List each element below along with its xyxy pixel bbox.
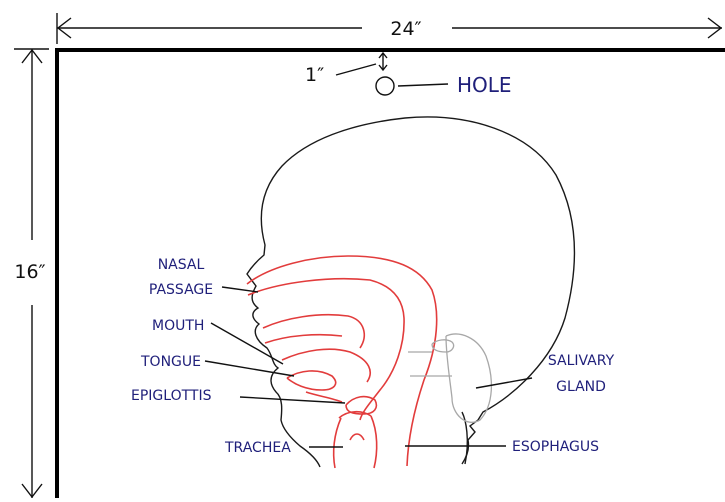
board-frame — [57, 50, 725, 498]
hole-label: HOLE — [457, 73, 512, 97]
width-dimension-label: 24″ — [390, 18, 421, 40]
tongue-label: TONGUE — [140, 354, 201, 370]
hole-offset-label: 1″ — [305, 64, 324, 86]
salivary-gland-label-line2: GLAND — [556, 379, 606, 395]
nasal-passage-leader — [222, 287, 258, 292]
hole-leader-line — [398, 84, 448, 86]
salivary-gland-label-line1: SALIVARY — [548, 353, 615, 369]
hole-circle — [376, 77, 394, 95]
mouth-leader — [211, 323, 283, 364]
passage-outlines — [247, 256, 437, 468]
nasal-passage-label-line2: PASSAGE — [149, 282, 213, 298]
salivary-gland-outline — [408, 334, 491, 422]
epiglottis-label: EPIGLOTTIS — [131, 388, 212, 404]
trachea-label: TRACHEA — [224, 440, 291, 456]
nasal-passage-label-line1: NASAL — [158, 257, 205, 273]
height-dimension-label: 16″ — [14, 261, 45, 283]
esophagus-label: ESOPHAGUS — [512, 439, 599, 455]
hole-offset-arrow — [336, 53, 387, 75]
head-outline — [247, 117, 575, 467]
mouth-label: MOUTH — [152, 318, 204, 334]
